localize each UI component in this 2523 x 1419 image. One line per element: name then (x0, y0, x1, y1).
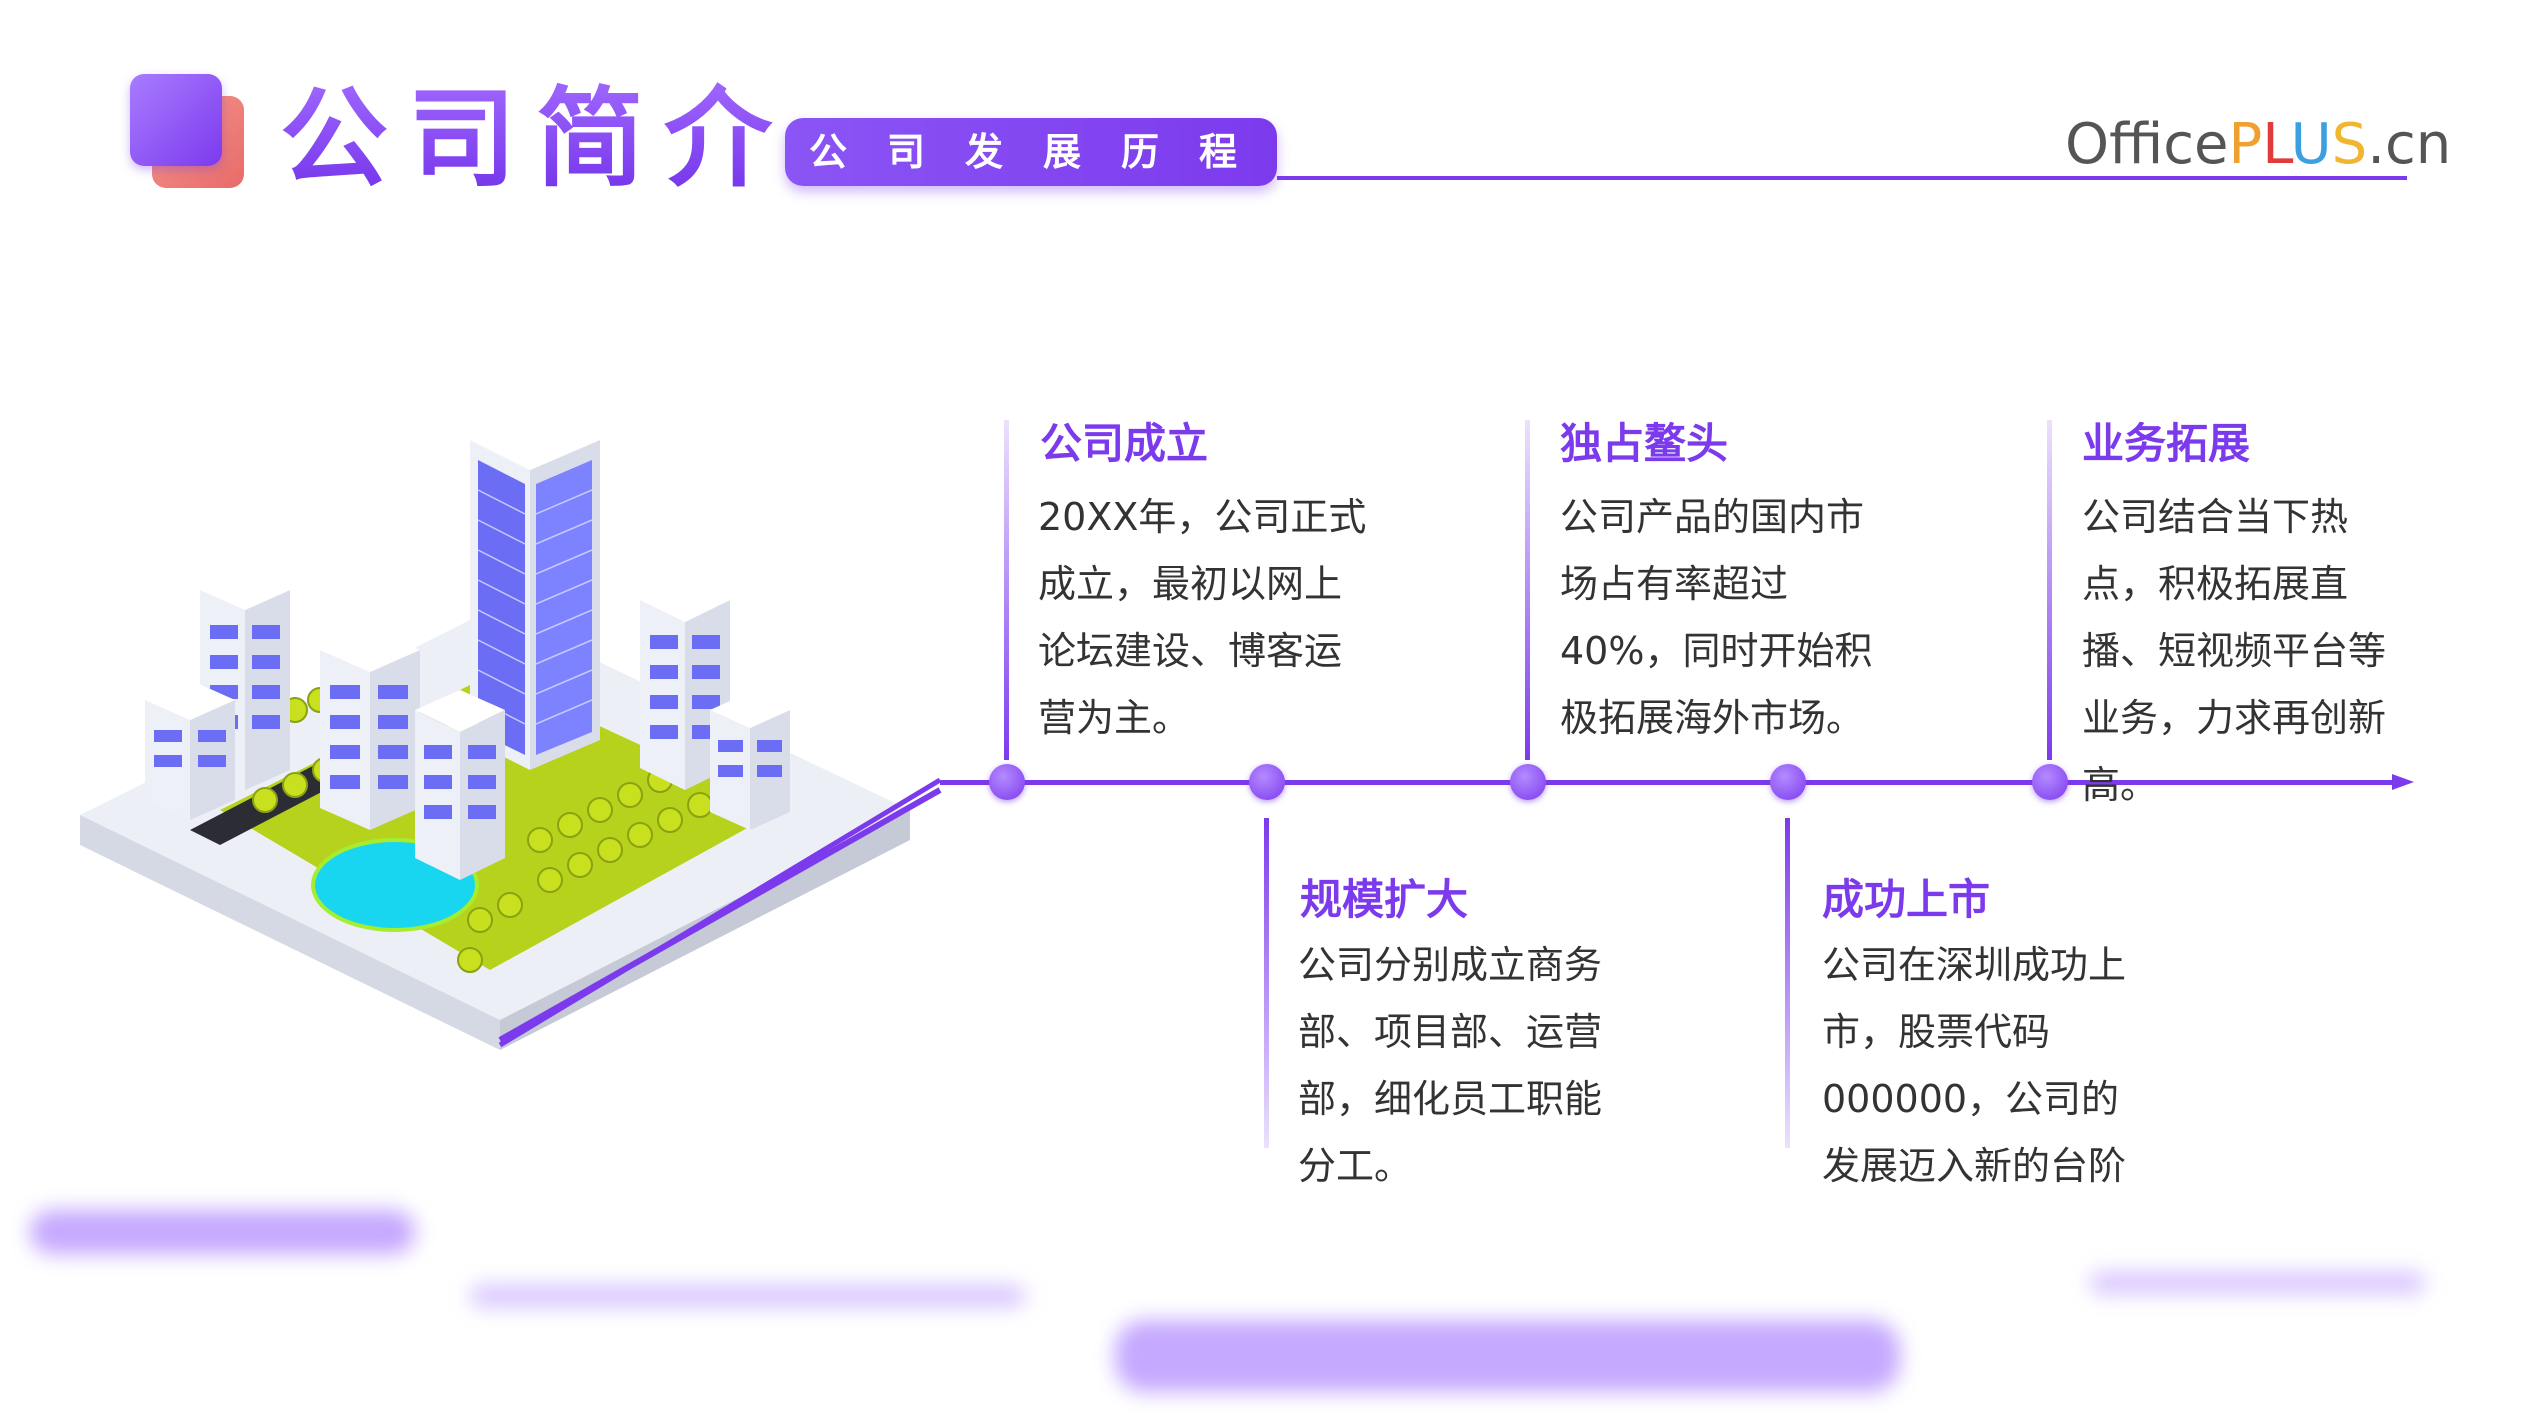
milestone-connector (1004, 420, 1009, 760)
milestone-connector (1785, 818, 1790, 1148)
milestone-title: 独占鳌头 (1560, 419, 1729, 468)
brand-office: Office (2065, 112, 2229, 177)
decorative-blur-bar (30, 1210, 415, 1254)
section-logo-mark (130, 74, 250, 194)
decorative-blur-bar (1115, 1320, 1900, 1392)
brand-cn: .cn (2367, 112, 2452, 177)
brand-l: L (2262, 112, 2291, 177)
decorative-blur-bar (2090, 1272, 2425, 1294)
milestone-body: 公司在深圳成功上市，股票代码000000，公司的发展迈入新的台阶 (1822, 943, 2127, 1188)
brand-u: U (2290, 112, 2332, 177)
timeline-diagonal-connector (498, 777, 942, 1048)
milestone-body: 20XX年，公司正式成立，最初以网上论坛建设、博客运营为主。 (1038, 495, 1367, 740)
timeline-arrow-icon (2392, 774, 2414, 790)
milestone-node (1510, 764, 1546, 800)
timeline-axis (940, 780, 2395, 785)
milestone-node (2032, 764, 2068, 800)
brand-s: S (2331, 112, 2368, 177)
milestone-node (989, 764, 1025, 800)
milestone-body: 公司结合当下热点，积极拓展直播、短视频平台等业务，力求再创新高。 (2082, 495, 2387, 807)
brand-logo: OfficePLUS.cn (2065, 110, 2451, 180)
milestone-connector (1264, 818, 1269, 1148)
subtitle-pill: 公司发展历程 (785, 118, 1277, 186)
milestone-node (1249, 764, 1285, 800)
brand-p: P (2228, 112, 2263, 177)
header-divider (1277, 176, 2407, 180)
milestone-title: 规模扩大 (1300, 875, 1469, 924)
milestone-title: 公司成立 (1040, 419, 1209, 468)
milestone-body: 公司分别成立商务部、项目部、运营部，细化员工职能分工。 (1298, 943, 1603, 1188)
milestone-connector (2047, 420, 2052, 760)
milestone-body: 公司产品的国内市场占有率超过40%，同时开始积极拓展海外市场。 (1560, 495, 1873, 740)
logo-front-square (130, 74, 222, 166)
milestone-title: 业务拓展 (2082, 419, 2251, 468)
page-title: 公司简介 (280, 70, 792, 210)
milestone-node (1770, 764, 1806, 800)
isometric-city-buildings-icon (80, 415, 942, 1050)
milestone-connector (1525, 420, 1530, 760)
milestone-title: 成功上市 (1822, 875, 1991, 924)
decorative-blur-bar (470, 1285, 1025, 1307)
